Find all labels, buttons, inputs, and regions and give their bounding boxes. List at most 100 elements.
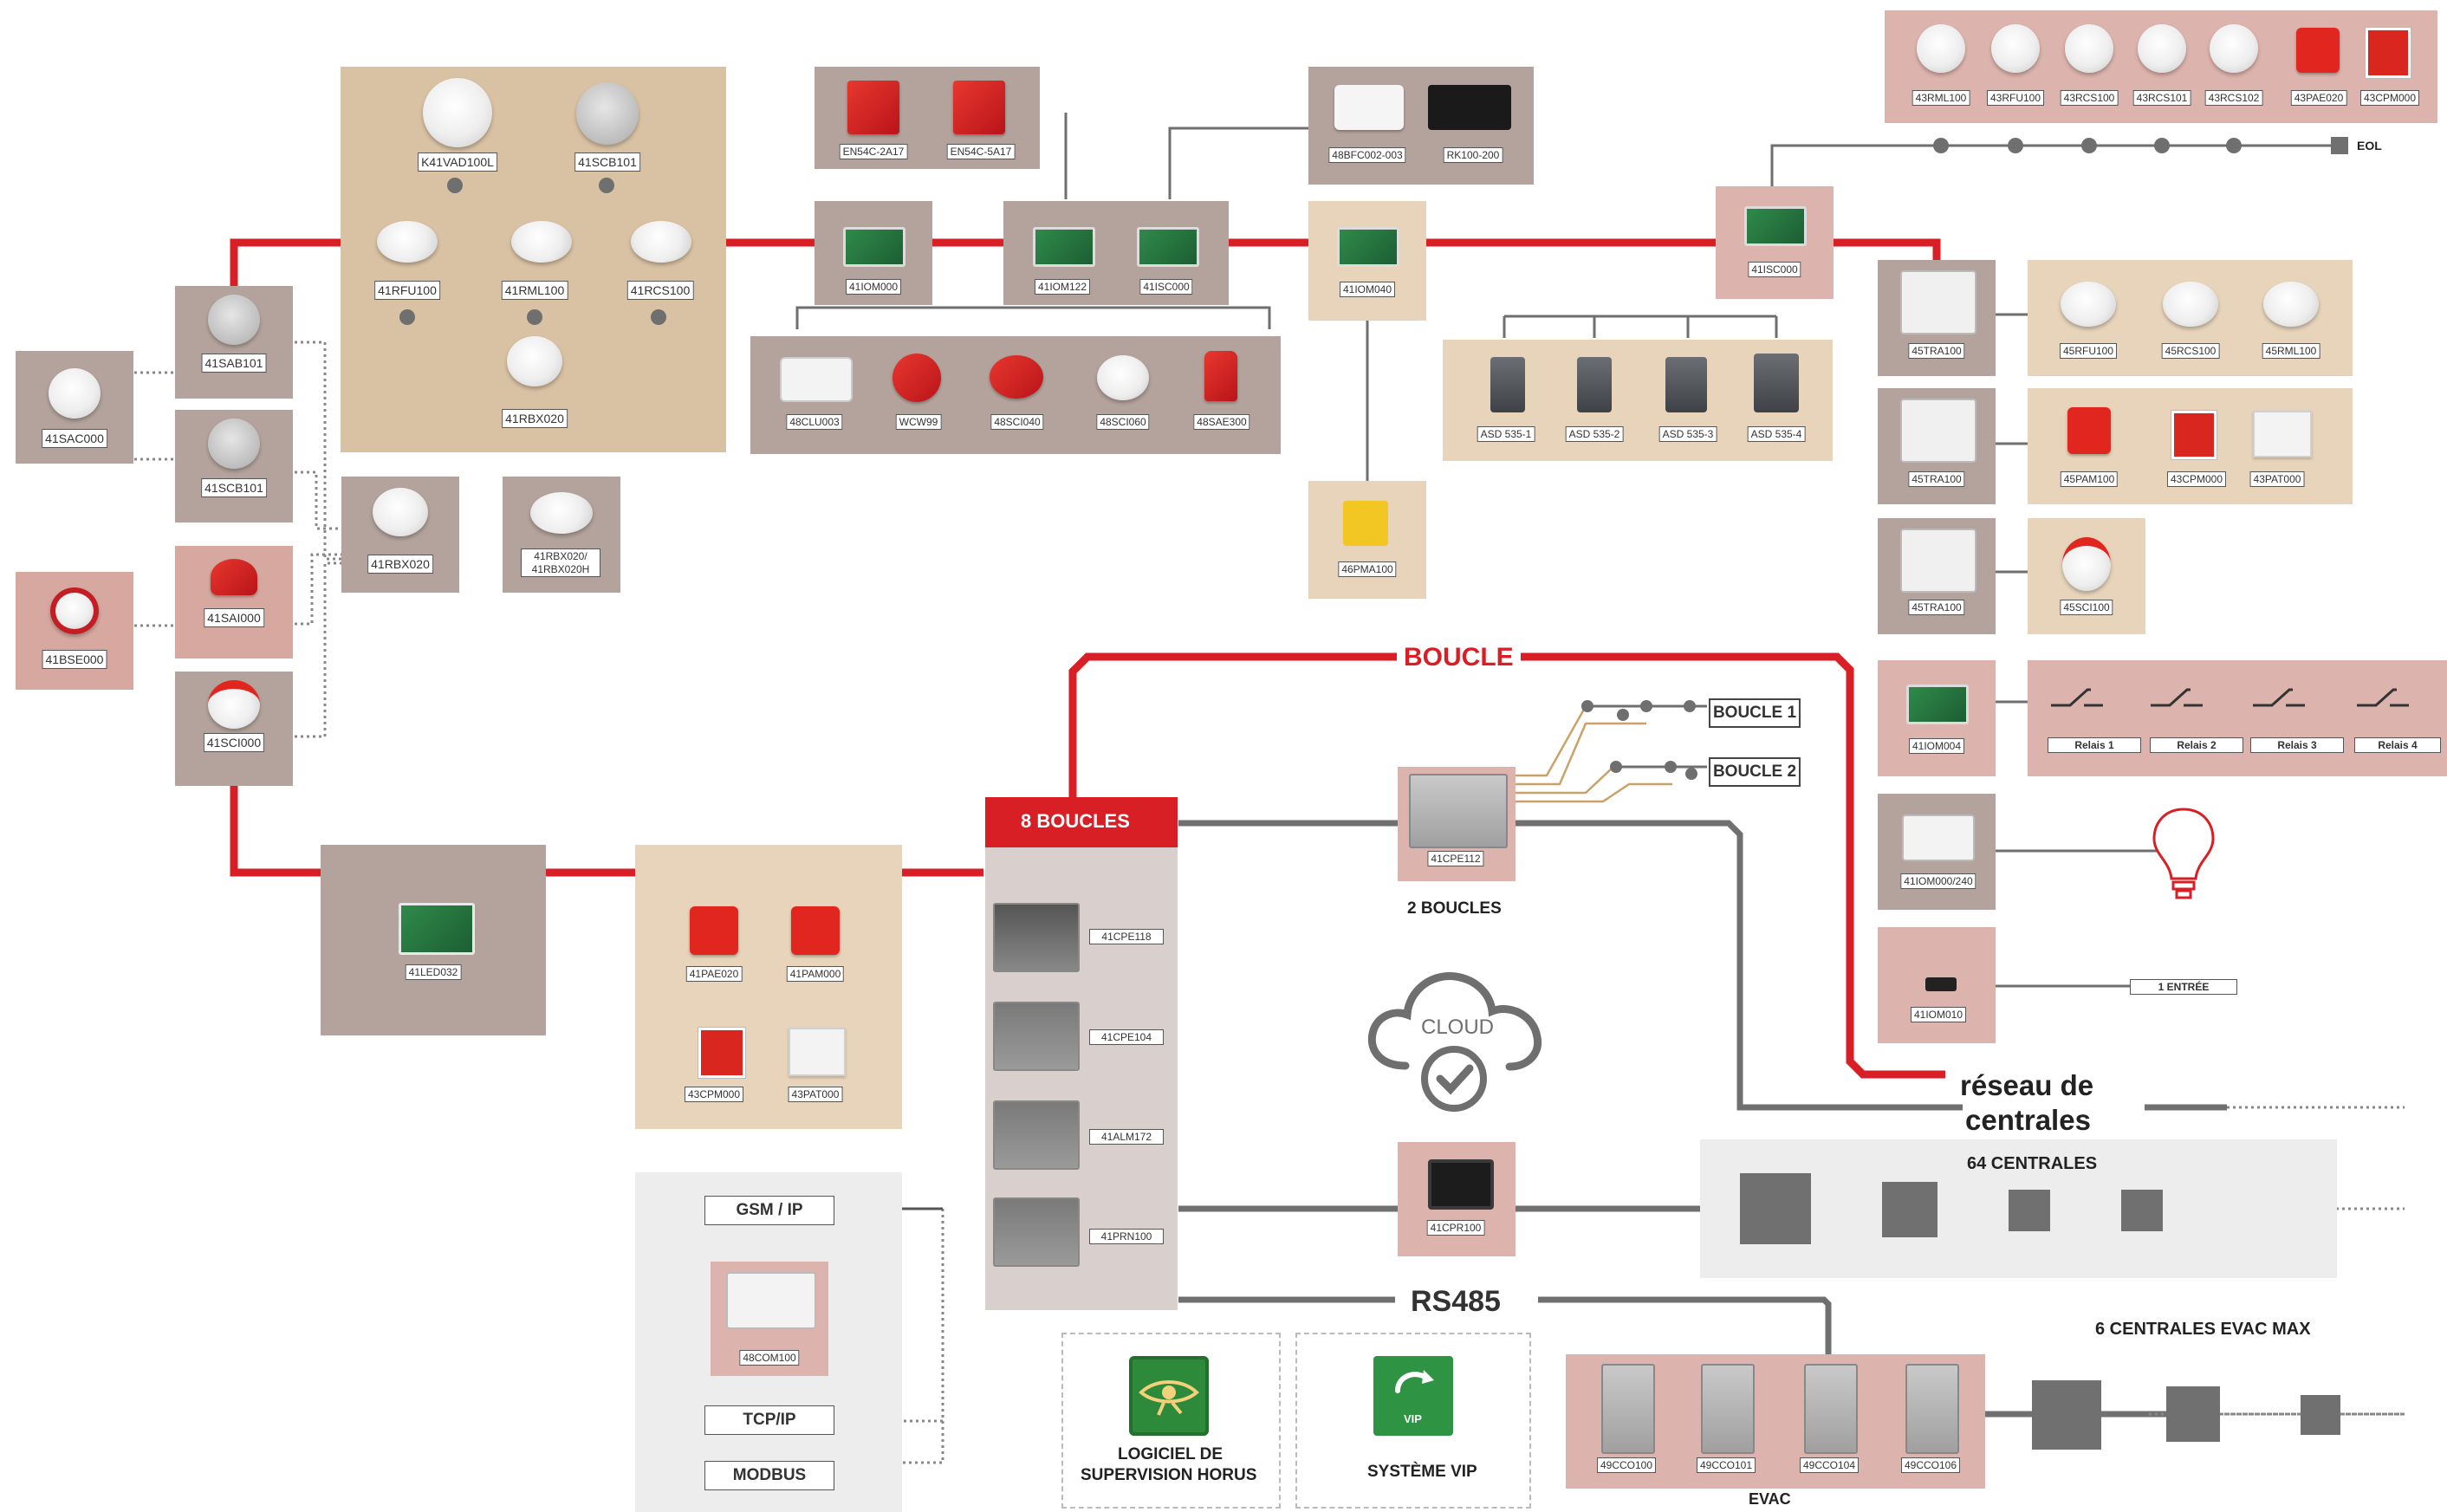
label-43pat000: 43PAT000 bbox=[789, 1087, 843, 1102]
label-41rbx020: 41RBX020 bbox=[502, 409, 568, 428]
reflector-icon bbox=[1428, 85, 1511, 130]
label-45sci100: 45SCI100 bbox=[2060, 600, 2113, 615]
control-panel-icon bbox=[1409, 774, 1508, 848]
evac-cabinet-icon bbox=[1601, 1364, 1655, 1454]
module-icon bbox=[1906, 685, 1969, 724]
detector-icon bbox=[2263, 282, 2319, 327]
label-boucle-1: BOUCLE 1 bbox=[1709, 698, 1801, 728]
label-asd535-4: ASD 535-4 bbox=[1748, 426, 1806, 442]
label-48com100: 48COM100 bbox=[739, 1350, 799, 1366]
callpoints-panel bbox=[635, 845, 902, 1129]
label-48bfc002: 48BFC002-003 bbox=[1328, 147, 1405, 163]
evac-cabinet-icon bbox=[1804, 1364, 1858, 1454]
relay-switch-icon bbox=[2049, 685, 2105, 711]
connector-dot bbox=[2226, 138, 2242, 153]
network-node bbox=[2032, 1380, 2101, 1450]
module-icon bbox=[1033, 227, 1095, 267]
repeater-display-icon bbox=[1428, 1159, 1494, 1210]
label-41isc000-b: 41ISC000 bbox=[1748, 262, 1801, 277]
label-41sai000: 41SAI000 bbox=[204, 608, 264, 627]
label-gsm-ip: GSM / IP bbox=[704, 1196, 834, 1225]
detector-icon bbox=[377, 221, 438, 263]
vip-arrow-glyph bbox=[1391, 1365, 1436, 1399]
evac-cabinet-icon bbox=[1701, 1364, 1755, 1454]
label-en54c-2a17: EN54C-2A17 bbox=[840, 144, 908, 159]
beam-detector-icon bbox=[1334, 85, 1404, 130]
label-41rml100: 41RML100 bbox=[502, 281, 568, 300]
label-41scb101-left: 41SCB101 bbox=[201, 478, 267, 497]
label-43rcs100: 43RCS100 bbox=[2061, 90, 2119, 106]
label-41bse000: 41BSE000 bbox=[42, 650, 107, 669]
extinguisher-sign-icon bbox=[2366, 28, 2411, 78]
network-node bbox=[2121, 1190, 2163, 1231]
connector-dot bbox=[599, 178, 614, 193]
base-icon bbox=[373, 488, 428, 536]
label-41rfu100: 41RFU100 bbox=[374, 281, 440, 300]
module-icon bbox=[1744, 206, 1807, 246]
base-icon bbox=[507, 336, 562, 386]
detector-icon bbox=[2210, 24, 2258, 73]
label-boucle-2: BOUCLE 2 bbox=[1709, 757, 1801, 787]
sounder-icon bbox=[1204, 351, 1237, 401]
network-node bbox=[1882, 1182, 1937, 1237]
label-43rml100: 43RML100 bbox=[1912, 90, 1970, 106]
detector-icon bbox=[2061, 282, 2116, 327]
detector-icon bbox=[49, 368, 101, 419]
label-43cpm000: 43CPM000 bbox=[2360, 90, 2419, 106]
label-41rcs100: 41RCS100 bbox=[627, 281, 694, 300]
label-asd535-2: ASD 535-2 bbox=[1566, 426, 1624, 442]
evac-title: EVAC bbox=[1749, 1490, 1791, 1509]
led-board-icon bbox=[399, 903, 475, 955]
label-48sae300: 48SAE300 bbox=[1193, 414, 1249, 430]
label-41iom004: 41IOM004 bbox=[1909, 738, 1964, 754]
sounder-icon bbox=[892, 354, 941, 402]
translator-icon bbox=[1900, 399, 1976, 463]
connector-dot bbox=[2154, 138, 2170, 153]
label-48sci040: 48SCI040 bbox=[990, 414, 1043, 430]
label-45tra100-b: 45TRA100 bbox=[1908, 471, 1964, 487]
connector-dot bbox=[2008, 138, 2023, 153]
label-43rcs101: 43RCS101 bbox=[2133, 90, 2191, 106]
label-tcp-ip: TCP/IP bbox=[704, 1405, 834, 1435]
connector-dot bbox=[1665, 761, 1677, 773]
base-icon bbox=[530, 492, 593, 534]
label-49cco106: 49CCO106 bbox=[1901, 1457, 1960, 1473]
power-supply-icon bbox=[953, 81, 1005, 134]
label-41iom040: 41IOM040 bbox=[1340, 282, 1395, 297]
module-icon bbox=[1337, 227, 1399, 267]
deux-boucles-title: 2 BOUCLES bbox=[1407, 899, 1502, 918]
connector-dot bbox=[1933, 138, 1949, 153]
label-41sac000: 41SAC000 bbox=[42, 429, 107, 448]
base-icon bbox=[50, 587, 99, 634]
connector-dot bbox=[2081, 138, 2097, 153]
connector-dot bbox=[447, 178, 463, 193]
label-45pam100: 45PAM100 bbox=[2061, 471, 2118, 487]
sounder-icon bbox=[1097, 355, 1149, 400]
connector-dot bbox=[399, 309, 415, 325]
boucle-title: BOUCLE bbox=[1397, 643, 1521, 672]
evac-max-title: 6 CENTRALES EVAC MAX bbox=[2095, 1320, 2311, 1340]
translator-icon bbox=[1900, 529, 1976, 593]
label-41prn100: 41PRN100 bbox=[1089, 1229, 1164, 1244]
detector-icon bbox=[511, 221, 572, 263]
label-41pae020: 41PAE020 bbox=[686, 966, 743, 982]
label-relais-4: Relais 4 bbox=[2354, 737, 2441, 753]
detector-icon bbox=[1991, 24, 2040, 73]
reseau-title-1: réseau de bbox=[1960, 1069, 2093, 1102]
label-asd535-3: ASD 535-3 bbox=[1659, 426, 1717, 442]
connector-dot bbox=[1685, 768, 1697, 780]
connector-dot bbox=[1581, 700, 1593, 712]
input-module-icon bbox=[1925, 977, 1957, 991]
reseau-title-2: centrales bbox=[1965, 1104, 2091, 1137]
label-43cpm000: 43CPM000 bbox=[685, 1087, 743, 1102]
module-icon bbox=[1137, 227, 1199, 267]
label-45rfu100: 45RFU100 bbox=[2060, 343, 2117, 359]
connector-dot bbox=[527, 309, 542, 325]
label-46pma100: 46PMA100 bbox=[1338, 561, 1396, 577]
network-node bbox=[2009, 1190, 2050, 1231]
detector-icon bbox=[631, 221, 691, 263]
label-43rfu100: 43RFU100 bbox=[1987, 90, 2044, 106]
connector-dot bbox=[1684, 700, 1696, 712]
sounder-icon bbox=[990, 355, 1043, 399]
label-41cpe118: 41CPE118 bbox=[1089, 929, 1164, 944]
